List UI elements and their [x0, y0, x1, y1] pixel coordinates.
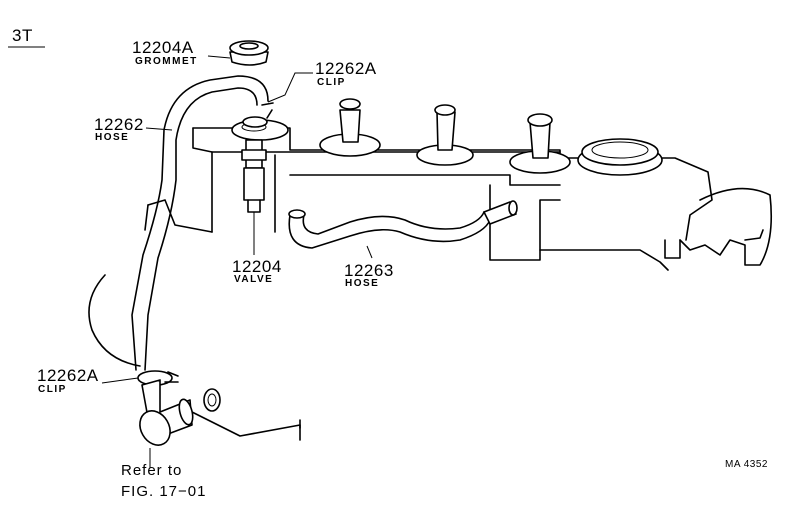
- union-fitting: [139, 379, 221, 446]
- part-name-clip-upper: CLIP: [317, 77, 346, 88]
- part-number-valve: 12204: [232, 257, 282, 276]
- leader-lines: [8, 46, 373, 468]
- hose-12262: [131, 75, 269, 371]
- reference-line-1: Refer to: [121, 462, 183, 479]
- upper-clip: [242, 102, 274, 128]
- part-number-clip-lower: 12262A: [37, 366, 99, 385]
- part-number-hose-lower: 12263: [344, 261, 394, 280]
- timing-cover-fragment: [664, 187, 773, 266]
- part-name-hose-lower: HOSE: [345, 278, 380, 289]
- part-name-valve: VALVE: [234, 274, 274, 285]
- stud-2: [416, 104, 474, 166]
- drawing-code: MA 4352: [725, 459, 768, 470]
- part-number-clip-upper: 12262A: [315, 59, 377, 78]
- part-name-grommet: GROMMET: [135, 56, 198, 67]
- pcv-valve-part: [241, 139, 267, 255]
- oil-filler-cap: [577, 138, 663, 176]
- grommet-part: [229, 40, 269, 66]
- model-label: 3T: [12, 26, 33, 45]
- part-number-hose-upper: 12262: [94, 115, 144, 134]
- part-number-grommet: 12204A: [132, 38, 194, 57]
- stud-3: [509, 113, 571, 174]
- part-name-clip-lower: CLIP: [38, 384, 67, 395]
- reference-line-2: FIG. 17−01: [121, 483, 207, 500]
- stud-1: [319, 98, 381, 157]
- part-name-hose-upper: HOSE: [95, 132, 130, 143]
- hose-12263: [288, 200, 518, 249]
